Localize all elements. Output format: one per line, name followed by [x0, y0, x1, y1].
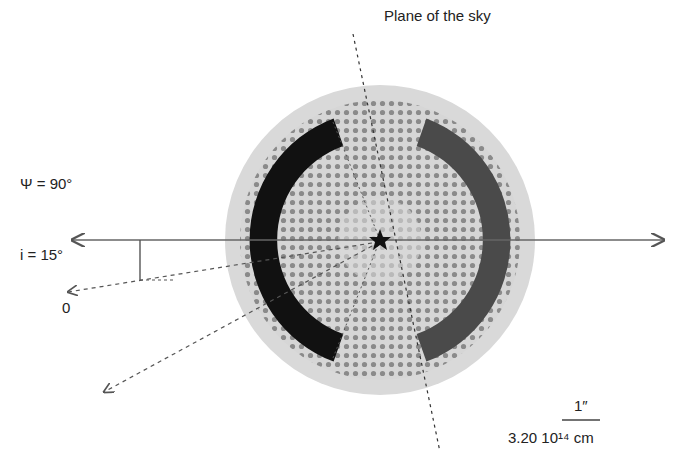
inclination-label: i = 15° — [18, 247, 65, 264]
arc-guide — [333, 122, 380, 240]
scale-value: 3.20 10¹⁴ cm — [506, 430, 596, 447]
scale-label: 1″ — [572, 398, 590, 415]
angle-label: Ψ = 90° — [18, 176, 74, 193]
arc-guide — [333, 240, 380, 358]
plane-label: Plane of the sky — [382, 8, 493, 25]
scale-bar — [562, 419, 600, 420]
plane-of-sky-line — [353, 34, 440, 452]
line-of-sight-arrow — [68, 243, 372, 292]
axis-line — [72, 239, 664, 241]
tick — [139, 240, 140, 280]
line-of-sight-arrow — [104, 246, 372, 392]
angle-guide — [140, 279, 175, 280]
observer-label: 0 — [60, 300, 72, 317]
star — [369, 229, 391, 250]
